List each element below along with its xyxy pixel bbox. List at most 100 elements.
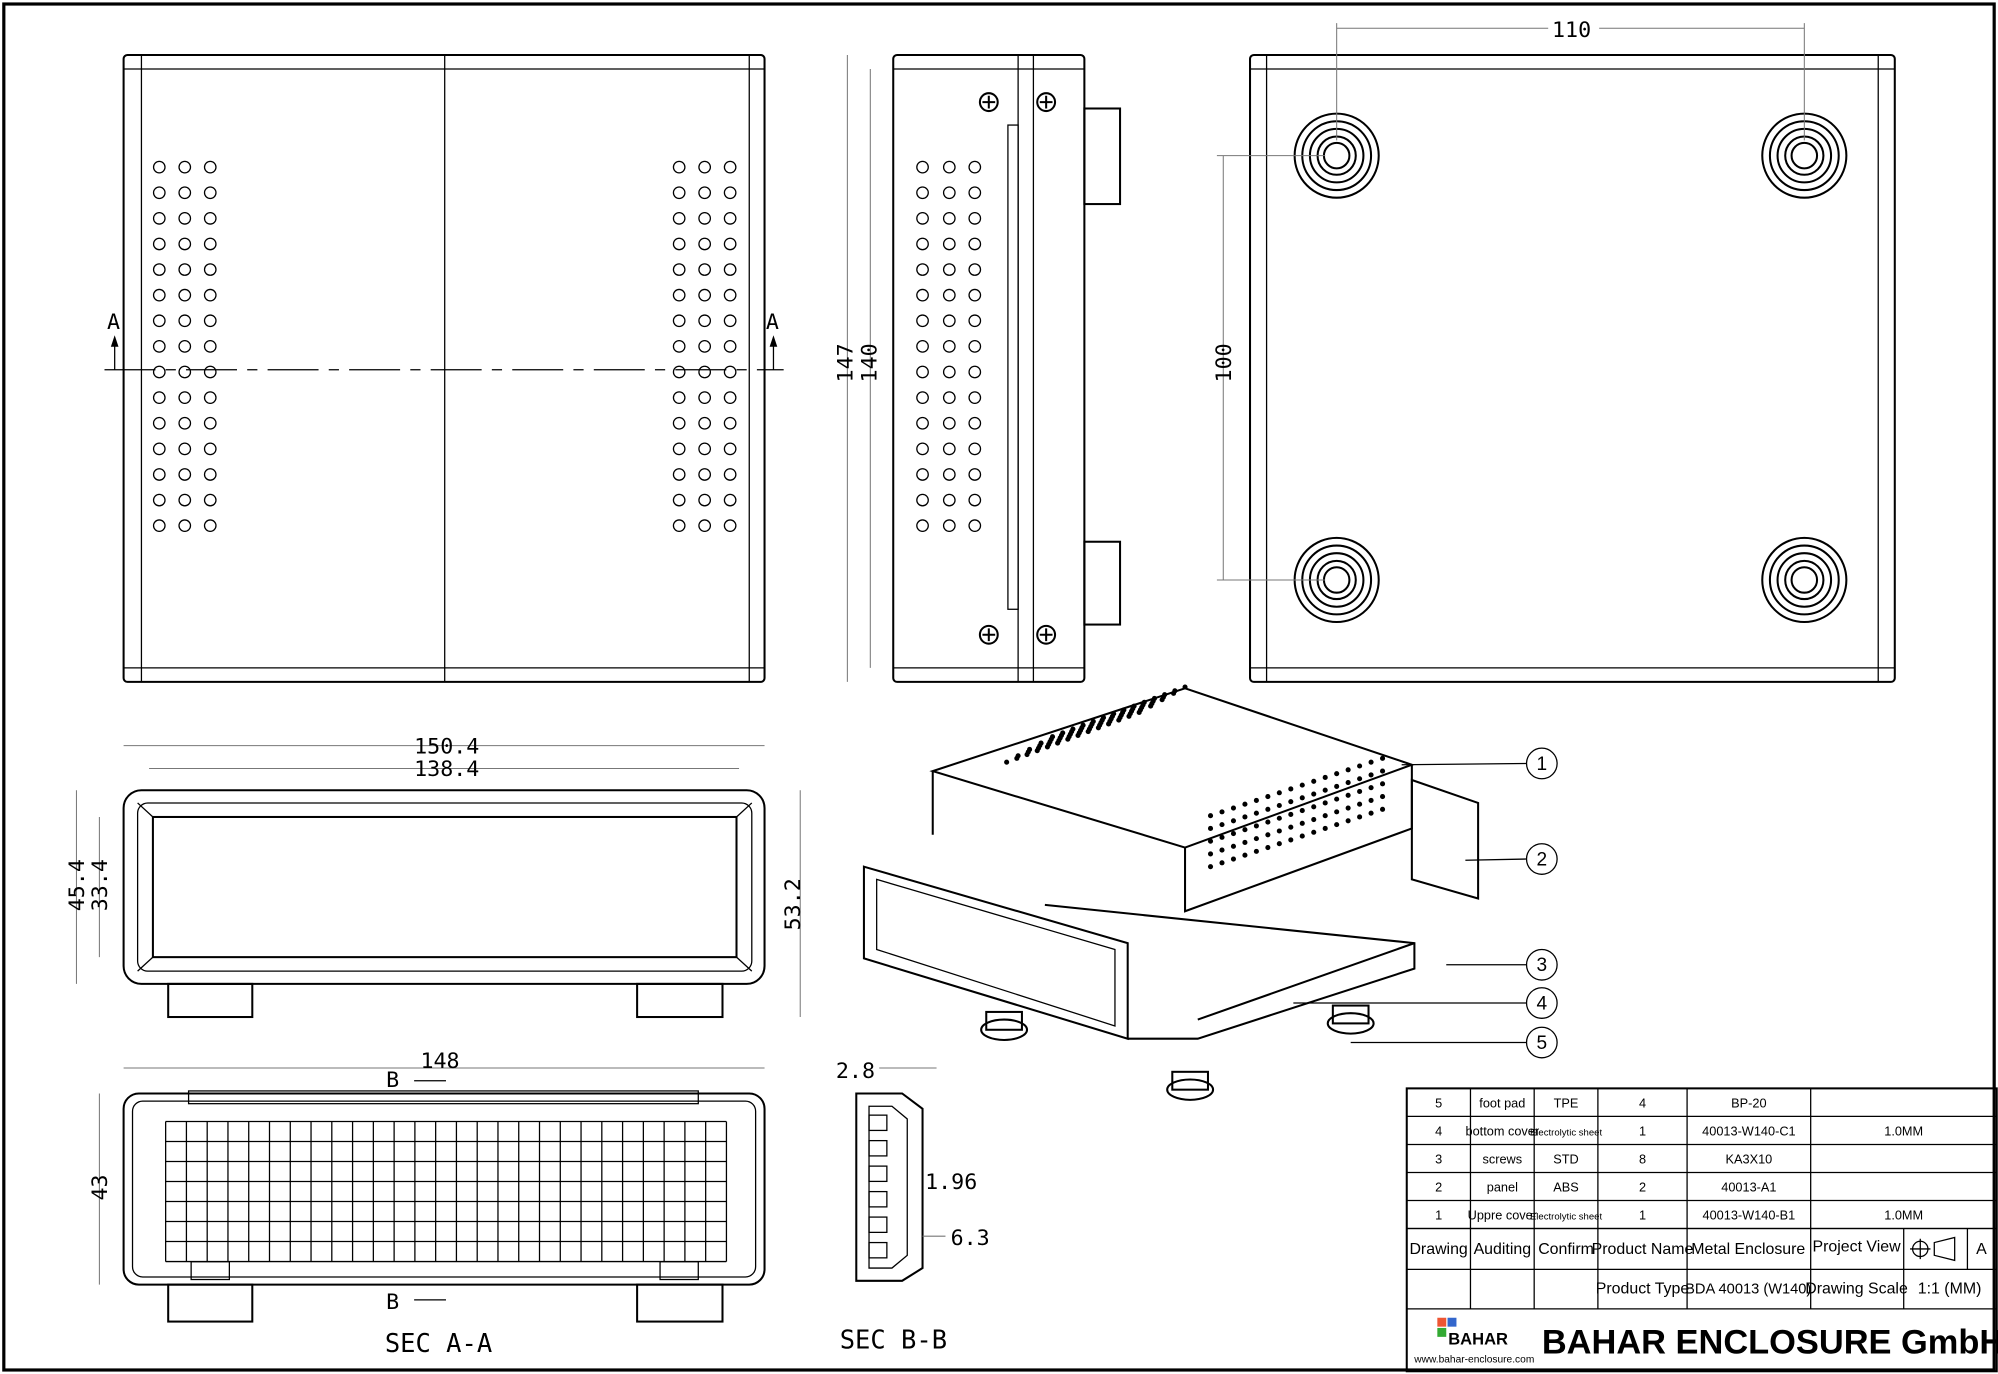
vent-hole [1162,692,1168,698]
bom-cell-qty: 1 [1639,1124,1646,1139]
bom-cell-code: 40013-W140-C1 [1702,1124,1795,1139]
vent-hole [968,391,982,404]
vent-hole [1230,856,1237,862]
foot-pad [1784,559,1825,601]
vent-hole [1027,746,1033,752]
bom-cell-material: STD [1553,1152,1578,1167]
vent-hole [942,211,956,225]
bom-cell-no: 3 [1435,1152,1442,1167]
vent-hole [178,340,192,353]
vent-hole [1357,814,1363,820]
vent-hole [1334,809,1340,815]
vent-hole [1299,782,1305,788]
bom-cell-note: 1.0MM [1884,1208,1923,1223]
section-b-marker-bottom: B [386,1290,399,1315]
vent-hole [942,288,956,302]
vent-hole [672,519,686,533]
vent-hole [942,263,956,276]
vent-hole [698,314,712,328]
bom-cell-material: TPE [1554,1095,1579,1110]
vent-hole [203,211,217,225]
vent-hole [723,263,737,276]
vent-hole [1276,841,1282,847]
vent-hole [672,160,686,174]
vent-hole [672,211,686,225]
vent-hole [1357,776,1363,782]
vent-hole [968,314,982,328]
vent-hole [1141,699,1147,705]
foot-pad [1322,141,1351,170]
vent-hole [1345,818,1351,824]
slot [868,1216,888,1234]
vent-hole [1111,711,1117,717]
bom-cell-qty: 1 [1639,1208,1646,1223]
vent-hole [916,263,929,276]
screw-icon [978,624,999,645]
bom-cell-qty: 2 [1639,1180,1646,1195]
vent-hole [1311,816,1317,823]
vent-hole [723,237,737,251]
vent-hole [916,314,929,328]
callout-circle [1525,987,1558,1019]
vent-hole [698,237,712,251]
vent-hole [203,365,217,379]
vent-hole [152,493,166,507]
vent-hole [178,211,192,225]
vent-hole [942,391,956,404]
projection-cone-icon [1910,1236,1956,1262]
vent-hole [698,340,712,353]
vent-hole [1242,827,1248,833]
vent-hole [942,186,956,200]
callout-number: 4 [1537,993,1548,1014]
vent-hole [698,211,712,225]
bom-cell-no: 1 [1435,1208,1442,1223]
bom-cell-code: KA3X10 [1726,1152,1773,1167]
vent-hole [178,365,192,379]
screw-icon [1036,624,1057,645]
slot [868,1139,888,1157]
vent-hole [152,519,166,533]
vent-hole [723,340,737,353]
leader-line [1401,762,1527,766]
title-confirm: Confirm [1538,1241,1594,1258]
vent-hole [942,468,956,481]
vent-hole [152,160,166,174]
dim-pad-spacing-y: 100 [1212,343,1237,382]
vent-hole [1288,786,1294,792]
dim-front-height-total: 53.2 [781,878,806,930]
vent-hole [1368,785,1374,791]
logo-mark [1437,1327,1447,1337]
vent-hole [203,519,217,533]
foot-pad [1761,536,1848,624]
screw-cross [982,95,996,109]
vent-hole [698,391,712,404]
vent-hole [1015,753,1021,759]
vent-hole [152,237,166,251]
vent-hole [698,186,712,200]
foot-pad [1768,544,1840,616]
vent-hole [916,416,929,430]
company-logo: BAHAR [1448,1330,1508,1349]
vent-hole [916,211,929,225]
vent-hole [203,314,217,328]
vent-hole [1121,707,1127,713]
vent-hole [1379,806,1386,812]
vent-hole [1299,795,1305,801]
foot-pad [1790,141,1819,170]
vent-hole [942,340,956,353]
screw-cross [1039,628,1053,642]
vent-hole [1322,825,1328,831]
title-product-type: BDA 40013 (W140) [1685,1282,1811,1298]
leader-line [1465,858,1527,861]
vent-hole [723,288,737,302]
bottom-view: 110 100 [1212,15,1896,683]
vent-hole [672,468,686,481]
vent-hole [916,391,929,404]
dim-section-width: 148 [420,1049,459,1074]
vent-hole [1345,805,1351,811]
vent-hole [672,288,686,302]
dim-front-inner-width: 138.4 [414,757,479,782]
vent-hole [203,493,217,507]
vent-hole [1253,823,1259,829]
vent-hole [968,416,982,430]
